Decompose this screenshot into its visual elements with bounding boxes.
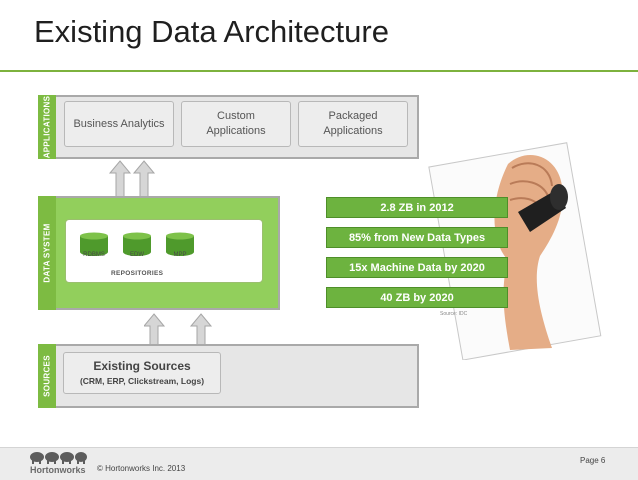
source-note: Source: IDC — [440, 311, 468, 317]
elephant-logo-icon — [30, 452, 87, 464]
applications-band-label: APPLICATIONS — [38, 95, 56, 159]
fact-bar: 15x Machine Data by 2020 — [326, 257, 508, 278]
page-number: Page 6 — [580, 456, 606, 465]
repo-mpp-label: MPP — [173, 252, 187, 258]
app-packaged-applications-label: Packaged Applications — [323, 110, 383, 137]
up-arrow-icon — [189, 313, 213, 347]
applications-band-text: APPLICATIONS — [42, 95, 52, 159]
app-business-analytics: Business Analytics — [64, 101, 174, 147]
data-system-band-label: DATA SYSTEM — [38, 196, 56, 310]
repo-edw-label: EDW — [130, 252, 144, 258]
sources-band-text: SOURCES — [42, 355, 52, 397]
sources-band-label: SOURCES — [38, 344, 56, 408]
footer — [0, 447, 638, 480]
data-system-band-text: DATA SYSTEM — [42, 223, 52, 283]
app-custom-applications: Custom Applications — [181, 101, 291, 147]
repositories-box: RDBMS EDW MPP REPOSITORIES — [65, 219, 263, 283]
repositories-caption: REPOSITORIES — [111, 270, 164, 277]
app-packaged-applications: Packaged Applications — [298, 101, 408, 147]
existing-sources-title: Existing Sources — [93, 359, 191, 373]
up-arrow-icon — [144, 313, 166, 347]
title-divider — [0, 70, 638, 72]
app-business-analytics-label: Business Analytics — [73, 117, 165, 130]
existing-sources-subtitle: (CRM, ERP, Clickstream, Logs) — [79, 376, 205, 386]
source-data-arrows — [144, 313, 213, 347]
fact-bar: 40 ZB by 2020 — [326, 287, 508, 308]
existing-sources-box: Existing Sources (CRM, ERP, Clickstream,… — [63, 352, 221, 394]
copyright: © Hortonworks Inc. 2013 — [97, 464, 186, 473]
database-icon — [123, 232, 151, 256]
hortonworks-logo-text: Hortonworks — [30, 465, 86, 475]
database-icon — [166, 232, 194, 256]
repo-rdbms-label: RDBMS — [83, 252, 105, 258]
app-custom-applications-label: Custom Applications — [206, 110, 266, 137]
page-title: Existing Data Architecture — [34, 14, 389, 49]
fact-bar: 2.8 ZB in 2012 — [326, 197, 508, 218]
fact-bar: 85% from New Data Types — [326, 227, 508, 248]
database-icon — [80, 232, 108, 256]
